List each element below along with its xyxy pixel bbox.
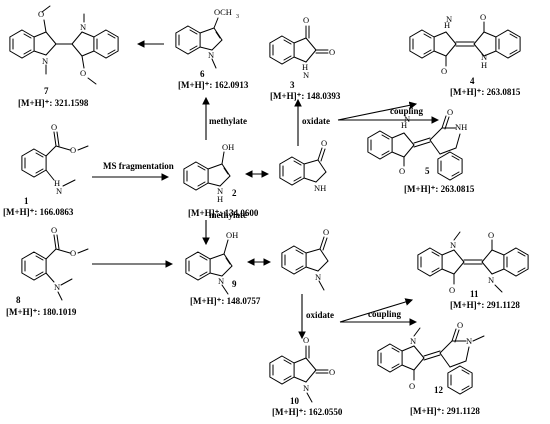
compound-7-mass: [M+H]⁺: 321.1598 [18, 98, 89, 108]
compound-7-number: 7 [44, 86, 49, 96]
svg-text:H: H [401, 120, 407, 130]
coupling-top-label: coupling [390, 106, 424, 116]
compound-9-mass: [M+H]⁺: 148.0757 [190, 296, 261, 306]
compound-8-mass: [M+H]⁺: 180.1019 [6, 307, 77, 317]
methylate-mid-label: methylate [209, 210, 247, 220]
svg-text:O: O [449, 285, 455, 295]
coupling-bottom-arrow-up [339, 298, 414, 323]
svg-text:O: O [303, 15, 309, 25]
compound-9: OH N [185, 230, 238, 295]
svg-text:O: O [329, 47, 335, 57]
svg-text:O: O [51, 225, 57, 235]
svg-text:H: H [217, 194, 223, 204]
svg-text:H: H [481, 60, 487, 70]
svg-text:NH: NH [455, 122, 467, 132]
svg-text:N: N [410, 336, 416, 346]
svg-text:O: O [457, 320, 463, 330]
svg-text:O: O [441, 66, 447, 76]
svg-text:O: O [303, 335, 309, 345]
svg-text:N: N [42, 56, 48, 66]
indoxyl-keto-top: O NH [279, 138, 327, 193]
compound-6-mass: [M+H]⁺: 162.0913 [178, 80, 249, 90]
compound-10-mass: [M+H]⁺: 162.0550 [272, 407, 343, 417]
compound-1: O O H N [21, 122, 89, 196]
coupling-bottom-label: coupling [368, 309, 402, 319]
svg-text:N: N [218, 276, 224, 286]
compound-3: O O H N [269, 15, 335, 80]
compound-10-number: 10 [290, 396, 300, 406]
svg-text:O: O [488, 230, 494, 240]
oxidate-bottom-label: oxidate [306, 310, 334, 320]
coupling-top-arrow-up [337, 101, 418, 121]
compound-2-mass: [M+H]⁺: 134.0600 [188, 208, 259, 218]
compound-12-number: 12 [434, 385, 444, 395]
compound-5: H N O O NH [367, 107, 467, 181]
svg-text:NH: NH [314, 183, 326, 193]
compound-4-number: 4 [470, 76, 475, 86]
svg-text:O: O [329, 367, 335, 377]
svg-text:O: O [399, 166, 405, 176]
compound-1-number: 1 [24, 196, 29, 206]
compound-7: O N N O [9, 5, 119, 85]
svg-text:3: 3 [236, 14, 239, 20]
svg-text:N: N [404, 114, 410, 124]
compound-5-number: 5 [425, 166, 430, 176]
svg-text:O: O [70, 145, 76, 155]
svg-text:N: N [466, 336, 472, 346]
svg-text:N: N [303, 383, 309, 393]
svg-text:N: N [446, 14, 452, 24]
compound-11-number: 11 [470, 289, 479, 299]
svg-text:O: O [409, 381, 415, 391]
compound-12-mass: [M+H]⁺: 291.1128 [410, 406, 480, 416]
svg-text:O: O [80, 68, 86, 78]
svg-text:O: O [51, 122, 57, 132]
methylate-top-label: methylate [209, 116, 247, 126]
svg-text:OH: OH [226, 230, 238, 240]
compound-8-number: 8 [16, 295, 21, 305]
svg-text:O: O [321, 138, 327, 148]
svg-text:N: N [56, 186, 62, 196]
compound-3-mass: [M+H]⁺: 148.0393 [270, 91, 341, 101]
svg-text:OH: OH [222, 142, 234, 152]
ms-fragmentation-label: MS fragmentation [103, 161, 174, 171]
compound-9-number: 9 [232, 279, 237, 289]
compound-6-number: 6 [200, 69, 205, 79]
svg-text:N: N [54, 282, 60, 292]
compound-12: N O O N [377, 320, 485, 395]
svg-text:N: N [303, 70, 309, 80]
svg-text:OCH: OCH [214, 7, 232, 17]
compound-4: H N O N H O [409, 12, 521, 76]
compound-1-mass: [M+H]⁺: 166.0863 [3, 207, 74, 217]
compound-11: N O N O [417, 230, 529, 295]
oxidate-top-label: oxidate [302, 116, 330, 126]
svg-text:H: H [444, 20, 450, 30]
svg-text:N: N [481, 52, 487, 62]
svg-text:H: H [302, 62, 308, 72]
compound-2: OH N H [183, 142, 234, 204]
compound-8: O O N [21, 225, 89, 301]
compound-3-number: 3 [290, 80, 295, 90]
svg-text:O: O [70, 248, 76, 258]
svg-text:N: N [450, 240, 456, 250]
svg-text:N: N [208, 50, 214, 60]
svg-text:O: O [38, 9, 44, 19]
compound-4-mass: [M+H]⁺: 263.0815 [450, 87, 521, 97]
svg-text:O: O [480, 12, 486, 22]
svg-text:N: N [217, 186, 223, 196]
compound-5-mass: [M+H]⁺: 263.0815 [404, 184, 475, 194]
compound-2-number: 2 [232, 188, 237, 198]
svg-text:O: O [447, 107, 453, 117]
n-methylindoxyl-keto: O N [281, 227, 329, 291]
compound-11-mass: [M+H]⁺: 291.1128 [450, 300, 520, 310]
svg-text:N: N [80, 22, 86, 32]
svg-text:O: O [323, 227, 329, 237]
compound-6: OCH 3 N [175, 7, 239, 69]
compound-10: O O N [269, 335, 335, 403]
svg-text:H: H [54, 178, 60, 188]
svg-text:N: N [488, 275, 494, 285]
svg-text:N: N [315, 272, 321, 282]
